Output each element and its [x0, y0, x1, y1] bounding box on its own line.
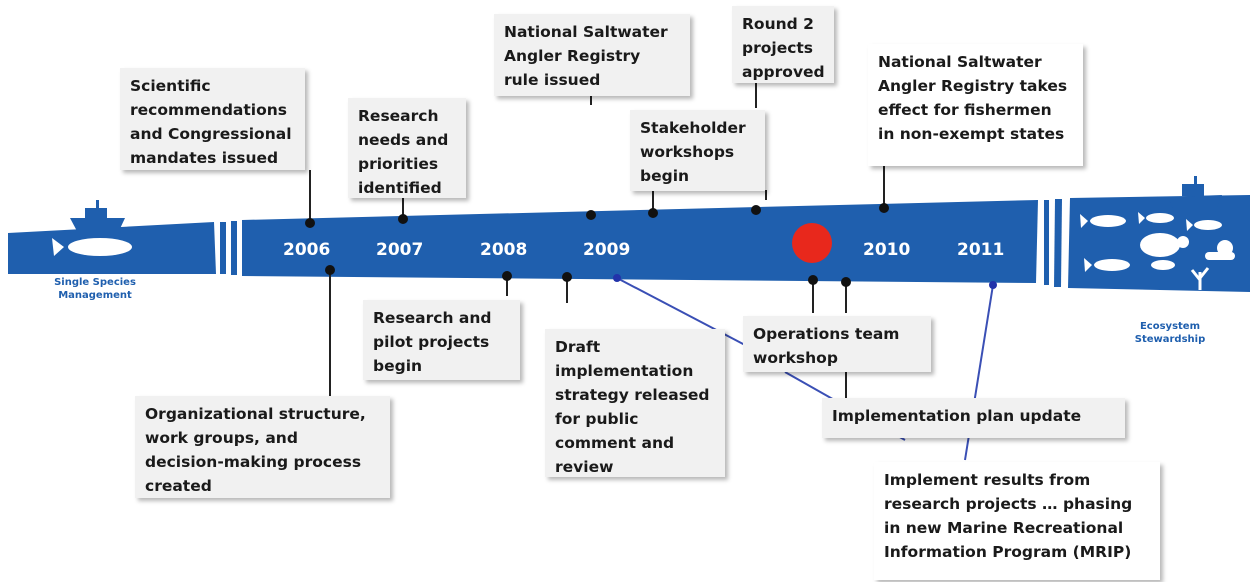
event-box-above: Scientific recommendations and Congressi… [120, 68, 305, 170]
event-box-below: Research and pilot projects begin [363, 300, 520, 380]
event-box-above: Round 2 projects approved [732, 6, 834, 83]
year-label-2006: 2006 [283, 240, 331, 260]
boat-icon [1168, 176, 1222, 212]
fish-icon [1080, 212, 1222, 272]
event-box-below: Operations team workshop [743, 316, 931, 372]
year-label-2007: 2007 [376, 240, 424, 260]
event-box-below: Implementation plan update [822, 398, 1125, 438]
year-label-2011: 2011 [957, 240, 1005, 260]
event-box-below: Draft implementation strategy released f… [545, 329, 725, 477]
event-box-below: Implement results from research projects… [874, 462, 1160, 580]
event-box-above: National Saltwater Angler Registry takes… [868, 44, 1083, 166]
fish-icon [52, 238, 132, 256]
year-label-2009: 2009 [583, 240, 631, 260]
event-box-above: National Saltwater Angler Registry rule … [494, 14, 690, 96]
year-label-2010: 2010 [863, 240, 911, 260]
event-box-above: Stakeholder workshops begin [630, 110, 765, 191]
event-box-above: Research needs and priorities identified [348, 98, 466, 198]
year-label-2008: 2008 [480, 240, 528, 260]
turtle-icon [1140, 233, 1189, 257]
left-end-label: Single Species Management [54, 277, 136, 301]
diver-icon [1205, 240, 1235, 260]
coral-icon [1190, 267, 1210, 290]
event-box-below: Organizational structure, work groups, a… [135, 396, 390, 498]
right-end-label: Ecosystem Stewardship [1134, 321, 1206, 345]
current-date-marker [792, 223, 832, 263]
boat-icon [70, 200, 125, 233]
